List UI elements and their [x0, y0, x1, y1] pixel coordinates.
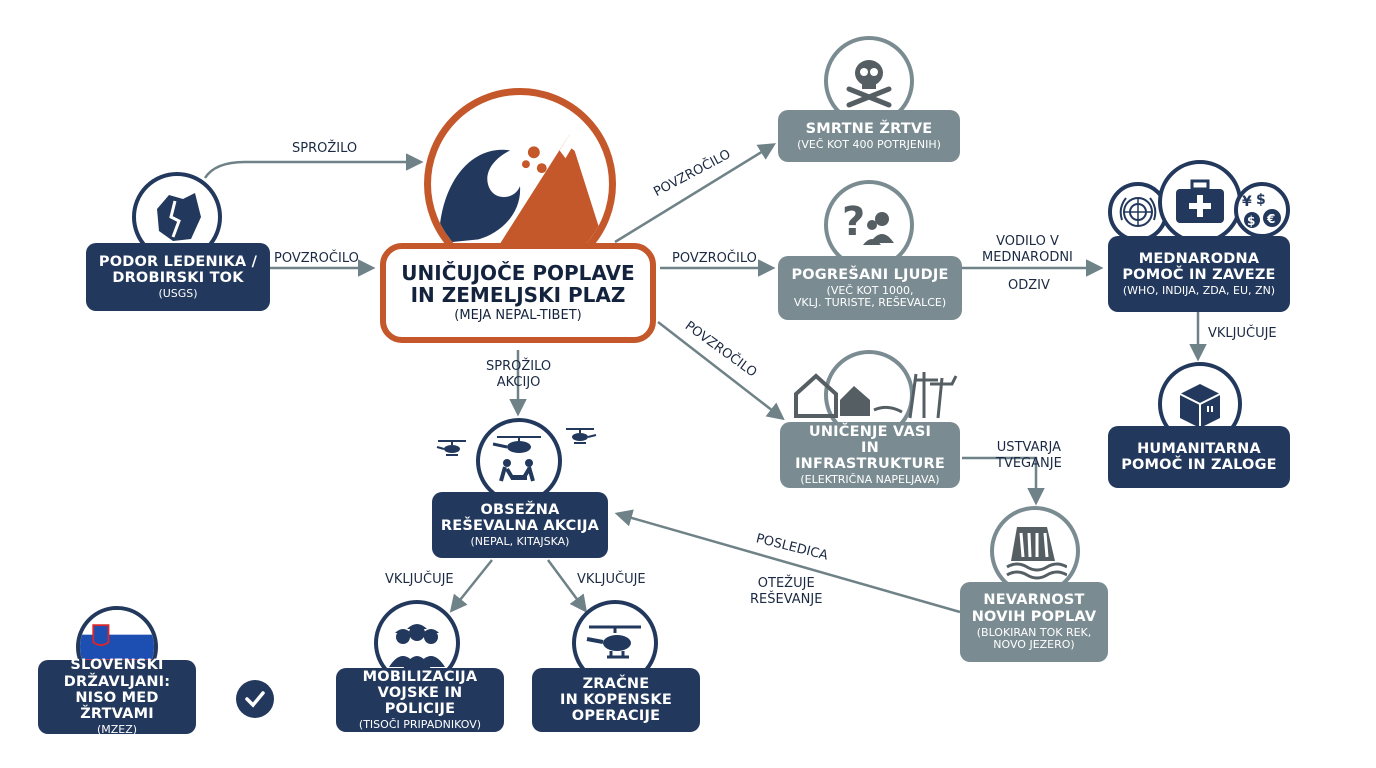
skull-crossbones-icon — [846, 60, 892, 108]
glacier-source: (USGS) — [158, 287, 198, 301]
soldiers-icon — [389, 624, 445, 669]
edge-label-vodilo: VODILO V MEDNARODNI — [982, 234, 1073, 265]
edge-label-ustvarja: USTVARJA TVEGANJE — [996, 440, 1062, 471]
aid-title: MEDNARODNA POMOČ IN ZAVEZE — [1122, 250, 1276, 283]
houses-powerlines-icon — [794, 372, 958, 419]
supplies-box: HUMANITARNA POMOČ IN ZALOGE — [1108, 426, 1290, 488]
glacier-title: PODOR LEDENIKA / DROBIRSKI TOK — [98, 253, 258, 286]
glacier-box: PODOR LEDENIKA / DROBIRSKI TOK (USGS) — [86, 243, 270, 311]
rescue-title: OBSEŽNA REŠEVALNA AKCIJA — [440, 501, 600, 534]
svg-text:$: $ — [1247, 214, 1255, 228]
edge-main-to-villages — [657, 321, 785, 421]
deaths-title: SMRTNE ŽRTVE — [805, 120, 933, 137]
main-event-box: UNIČUJOČE POPLAVE IN ZEMELJSKI PLAZ (MEJ… — [380, 243, 656, 343]
edge-glacier-to-main-top — [203, 153, 424, 179]
deaths-box: SMRTNE ŽRTVE (VEČ KOT 400 POTRJENIH) — [778, 110, 960, 162]
newfloods-box: NEVARNOST NOVIH POPLAV (BLOKIRAN TOK REK… — [960, 582, 1108, 662]
helicopter-small-left-icon — [436, 440, 466, 456]
edge-label-povzrocilo-mid: POVZROČILO — [672, 251, 757, 266]
currency-icon: ¥ $ $ € — [1242, 192, 1281, 228]
edge-rescue-to-airops — [546, 559, 588, 613]
aid-sub: (WHO, INDIJA, ZDA, EU, ZN) — [1122, 284, 1276, 298]
villages-title: UNIČENJE VASI IN INFRASTRUKTURE — [795, 423, 945, 472]
question-people-icon: ? — [842, 199, 894, 245]
checkmark-icon — [236, 680, 274, 718]
newfloods-title: NEVARNOST NOVIH POPLAV — [971, 592, 1097, 625]
edge-rescue-to-army — [449, 559, 493, 613]
edge-newfloods-to-rescue — [614, 509, 961, 614]
edge-label-vkljucuje-mid: VKLJUČUJE — [577, 572, 646, 587]
newfloods-sub: (BLOKIRAN TOK REK, NOVO JEZERO) — [976, 625, 1092, 652]
rescue-box: OBSEŽNA REŠEVALNA AKCIJA (NEPAL, KITAJSK… — [432, 492, 608, 558]
helicopter-icon — [586, 625, 641, 659]
edge-label-vkljucuje-left: VKLJUČUJE — [385, 572, 454, 587]
supplies-title: HUMANITARNA POMOČ IN ZALOGE — [1121, 440, 1277, 473]
svg-text:?: ? — [842, 199, 865, 245]
dam-icon — [1006, 527, 1067, 580]
svg-text:$: $ — [1256, 192, 1266, 208]
helicopter-small-right-icon — [566, 428, 597, 444]
edge-main-to-deaths — [614, 143, 776, 244]
rescue-sub: (NEPAL, KITAJSKA) — [470, 535, 570, 549]
edge-label-odziv: ODZIV — [1008, 278, 1050, 293]
airops-title: ZRAČNE IN KOPENSKE OPERACIJE — [560, 675, 672, 725]
army-sub: (TISOČI PRIPADNIKOV) — [358, 718, 482, 732]
edge-label-sprozilo-akcijo: SPROŽILO AKCIJO — [486, 359, 552, 390]
missing-box: POGREŠANI LJUDJE (VEČ KOT 1000, VKLJ. TU… — [778, 256, 962, 320]
svg-text:€: € — [1266, 212, 1275, 226]
army-title: MOBILIZACIJA VOJSKE IN POLICIJE — [362, 668, 478, 717]
slovenes-sub: (MZEZ) — [96, 723, 138, 737]
helicopter-rescue-icon — [492, 436, 541, 482]
main-event-title: UNIČUJOČE POPLAVE IN ZEMELJSKI PLAZ — [401, 261, 635, 308]
edge-label-otezuje: OTEŽUJE REŠEVANJE — [750, 576, 823, 607]
box-icon — [1179, 384, 1221, 428]
edge-villages-to-newfloods-h — [962, 456, 1045, 506]
villages-box: UNIČENJE VASI IN INFRASTRUKTURE (ELEKTRI… — [780, 422, 960, 488]
currency-circle: ¥ $ $ € — [1234, 182, 1290, 238]
edge-label-povzrocilo-left: POVZROČILO — [274, 251, 359, 266]
un-emblem-icon — [1119, 197, 1157, 227]
slovenes-title: SLOVENSKI DRŽAVLJANI: NISO MED ŽRTVAMI — [63, 657, 171, 723]
missing-circle: ? — [824, 180, 914, 270]
airops-box: ZRAČNE IN KOPENSKE OPERACIJE — [532, 668, 700, 732]
missing-sub: (VEČ KOT 1000, VKLJ. TURISTE, REŠEVALCE) — [793, 283, 947, 310]
aid-box: MEDNARODNA POMOČ IN ZAVEZE (WHO, INDIJA,… — [1108, 236, 1290, 312]
edge-label-sprozilo: SPROŽILO — [292, 141, 358, 156]
medkit-circle — [1158, 160, 1242, 244]
army-box: MOBILIZACIJA VOJSKE IN POLICIJE (TISOČI … — [336, 668, 504, 732]
villages-sub: (ELEKTRIČNA NAPELJAVA) — [800, 473, 940, 487]
slovenes-box: SLOVENSKI DRŽAVLJANI: NISO MED ŽRTVAMI (… — [38, 657, 196, 737]
deaths-sub: (VEČ KOT 400 POTRJENIH) — [797, 137, 941, 151]
medical-kit-icon — [1176, 179, 1224, 223]
main-event-subtitle: (MEJA NEPAL-TIBET) — [454, 308, 582, 324]
glacier-rock-icon — [157, 193, 201, 241]
edge-label-vkljucuje-right: VKLJUČUJE — [1208, 326, 1277, 341]
svg-text:¥: ¥ — [1242, 194, 1252, 210]
missing-title: POGREŠANI LJUDJE — [791, 266, 949, 283]
